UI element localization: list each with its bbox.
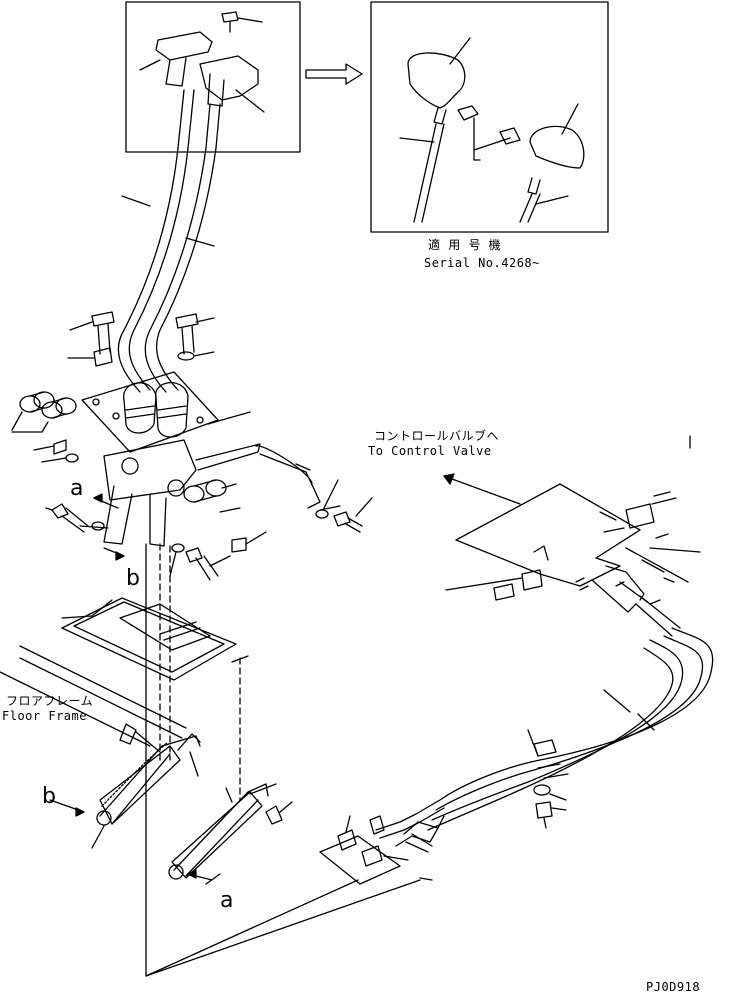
spring-linkages: [49, 723, 293, 885]
reference-b-upper: b: [126, 566, 141, 591]
control-cables: [337, 627, 714, 881]
control-valve-label-en: To Control Valve: [368, 444, 492, 458]
applicable-serial-label-jp: 適 用 号 機: [428, 238, 502, 252]
reference-b-lower: b: [42, 784, 57, 809]
lever-base: [81, 371, 321, 547]
inset-knobs-old: [125, 1, 301, 153]
drawing-code: PJ0D918: [646, 980, 701, 994]
serial-number-label: Serial No.4268~: [424, 256, 540, 270]
floor-frame-label-jp: フロアフレーム: [6, 694, 94, 708]
control-valve-plate: [443, 435, 701, 637]
bolts-lower-left: [45, 479, 373, 581]
inset-knobs-new: [370, 1, 609, 233]
bolts-nuts-left: [67, 311, 215, 367]
arrow-to-new-design: [305, 63, 363, 85]
floor-frame-label-en: Floor Frame: [2, 709, 87, 723]
floor-cover: [61, 543, 249, 801]
control-valve-label-jp: コントロールバルブへ: [374, 429, 500, 443]
cable-clamp: [575, 577, 625, 591]
control-levers: [117, 147, 217, 393]
floor-frame: [0, 645, 187, 747]
reference-a-lower: a: [220, 888, 234, 913]
bushings: [11, 391, 267, 553]
reference-a-upper: a: [70, 476, 84, 501]
routing-frame: [145, 543, 421, 977]
